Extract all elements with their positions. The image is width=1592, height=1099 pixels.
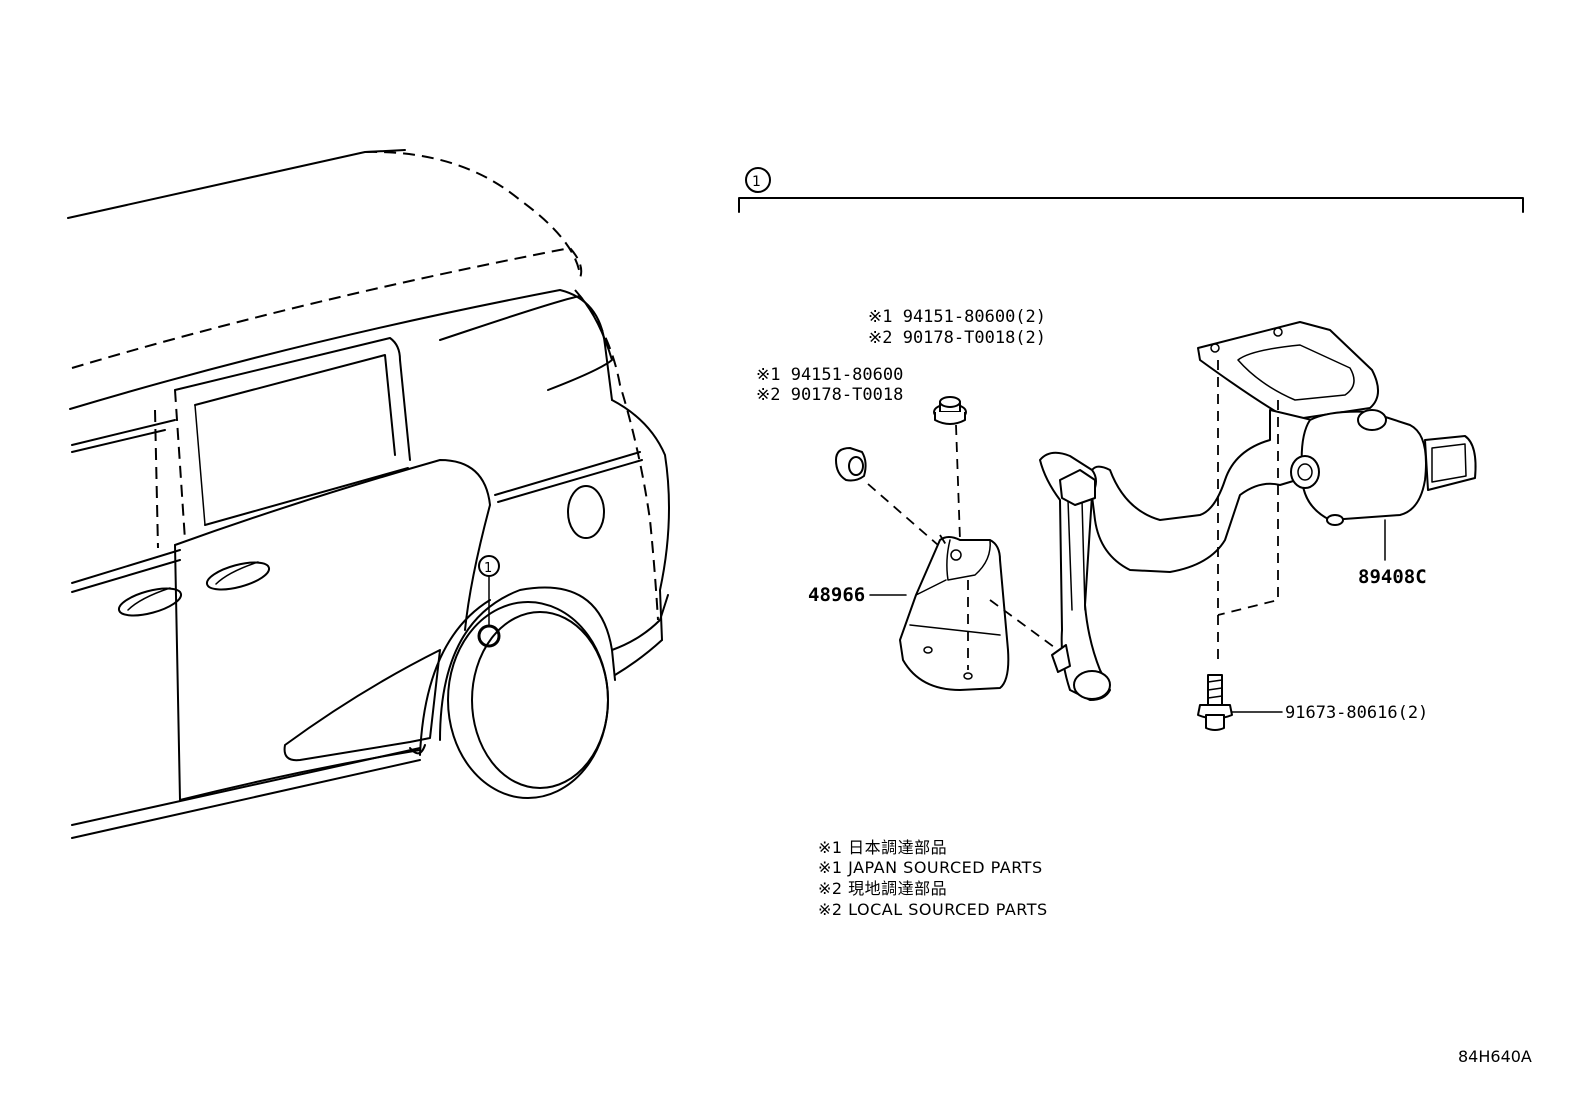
sourcing-notes: ※1 日本調達部品 ※1 JAPAN SOURCED PARTS ※2 現地調達… — [818, 838, 1048, 919]
leader-lines — [869, 519, 1386, 713]
diagram-reference-code: 84H640A — [1458, 1047, 1532, 1066]
bolt-icon — [1197, 674, 1233, 731]
vehicle-outline: 1 — [67, 149, 670, 839]
assembly-bracket: 1 — [738, 167, 1524, 213]
bracket-48966-icon — [899, 536, 1010, 691]
assembly-guide-lines — [867, 360, 1279, 670]
note-line: ※1 JAPAN SOURCED PARTS — [818, 858, 1043, 877]
note-line: ※2 LOCAL SOURCED PARTS — [818, 900, 1048, 919]
vehicle-callout-number: 1 — [484, 561, 492, 576]
sensor-part-label: 89408C — [1358, 566, 1427, 588]
nut-left-icon — [835, 447, 867, 482]
bolt-part-label: 91673-80616(2) — [1285, 703, 1428, 723]
note-line: ※2 現地調達部品 — [818, 879, 947, 898]
sensor-location-marker — [477, 624, 501, 648]
nut-upper-label-1: ※1 94151-80600(2) — [868, 307, 1046, 327]
note-line: ※1 日本調達部品 — [818, 838, 947, 857]
nut-left-label-2: ※2 90178-T0018 — [756, 385, 903, 405]
assembly-callout-number: 1 — [752, 174, 761, 190]
nut-upper-label-2: ※2 90178-T0018(2) — [868, 328, 1046, 348]
nut-left-label-1: ※1 94151-80600 — [756, 365, 903, 385]
bracket-part-label: 48966 — [808, 584, 865, 606]
height-sensor-89408c-icon — [1039, 321, 1477, 701]
nut-upper-icon — [933, 396, 967, 425]
